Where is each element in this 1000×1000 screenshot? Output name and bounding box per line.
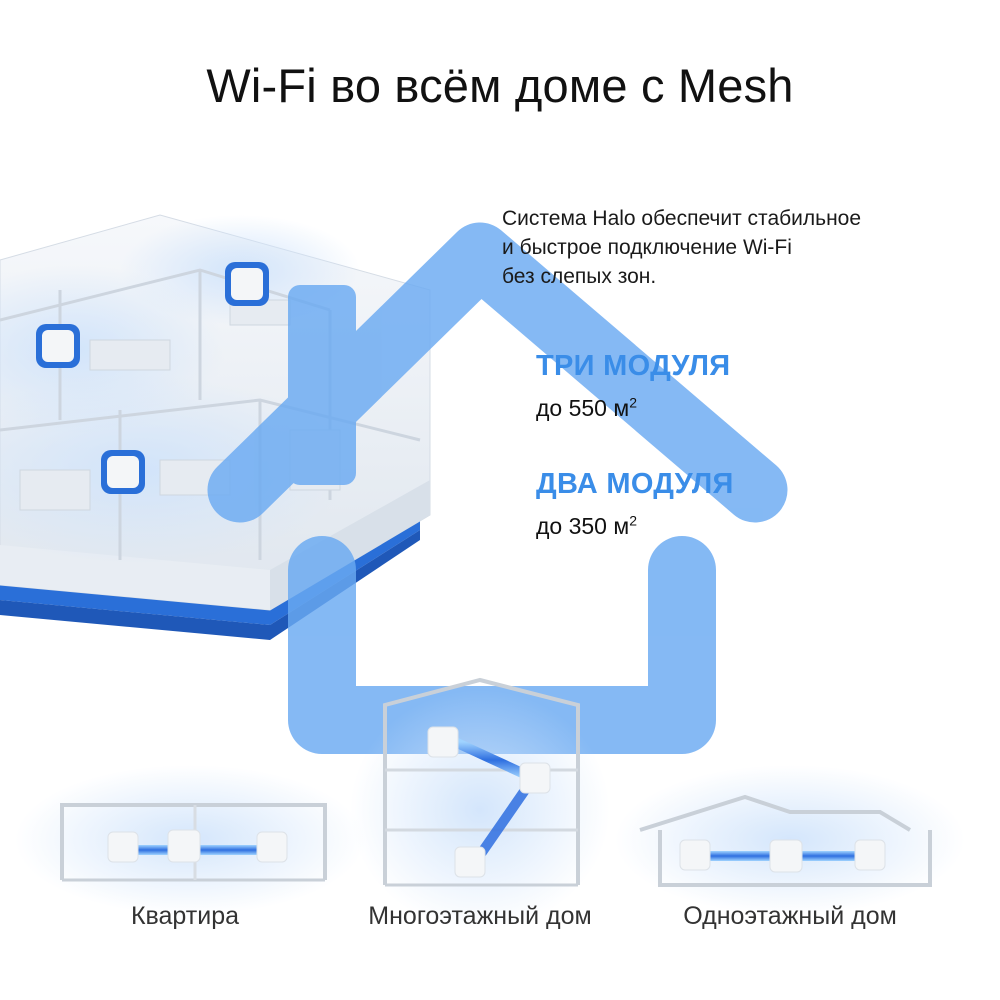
page-title: Wi-Fi во всём доме с Mesh <box>206 59 794 112</box>
multistory-house-icon <box>383 677 580 887</box>
plan-blue-base <box>0 515 420 625</box>
mesh-module-icon <box>427 726 459 758</box>
mesh-module-icon <box>854 839 886 871</box>
mesh-module-icon <box>519 762 551 794</box>
mesh-module-icon <box>454 846 486 878</box>
description-line: без слепых зон. <box>502 265 657 288</box>
mesh-module-icon <box>256 831 288 863</box>
mesh-module-icon <box>107 831 139 863</box>
mesh-module-icon <box>225 262 269 306</box>
mesh-module-icon <box>167 829 201 863</box>
spec-two-modules: ДВА МОДУЛЯ до 350 м2 <box>536 468 734 540</box>
spec-area-value: до 350 м <box>536 513 630 539</box>
spec-area: до 550 м2 <box>536 395 730 422</box>
spec-heading: ТРИ МОДУЛЯ <box>536 350 731 382</box>
spec-heading: ДВА МОДУЛЯ <box>536 468 734 500</box>
caption-apartment: Квартира <box>130 902 240 930</box>
description-line: Система Halo обеспечит стабильное <box>502 207 862 230</box>
single-story-house-icon <box>639 794 932 887</box>
caption-multistory: Многоэтажный дом <box>368 902 592 930</box>
spec-area: до 350 м2 <box>536 513 734 540</box>
spec-area-unit-power: 2 <box>629 512 637 529</box>
apartment-3d-plan <box>0 214 431 640</box>
spec-three-modules: ТРИ МОДУЛЯ до 550 м2 <box>536 350 730 422</box>
mesh-module-icon <box>36 324 80 368</box>
mesh-module-icon <box>769 839 803 873</box>
mesh-module-icon <box>101 450 145 494</box>
apartment-plan-icon <box>60 803 327 882</box>
caption-single-story: Одноэтажный дом <box>683 902 897 930</box>
description: Система Halo обеспечит стабильное и быст… <box>502 204 972 291</box>
spec-area-unit-power: 2 <box>629 394 637 411</box>
spec-area-value: до 550 м <box>536 395 630 421</box>
mesh-module-icon <box>679 839 711 871</box>
description-line: и быстрое подключение Wi-Fi <box>502 236 792 259</box>
